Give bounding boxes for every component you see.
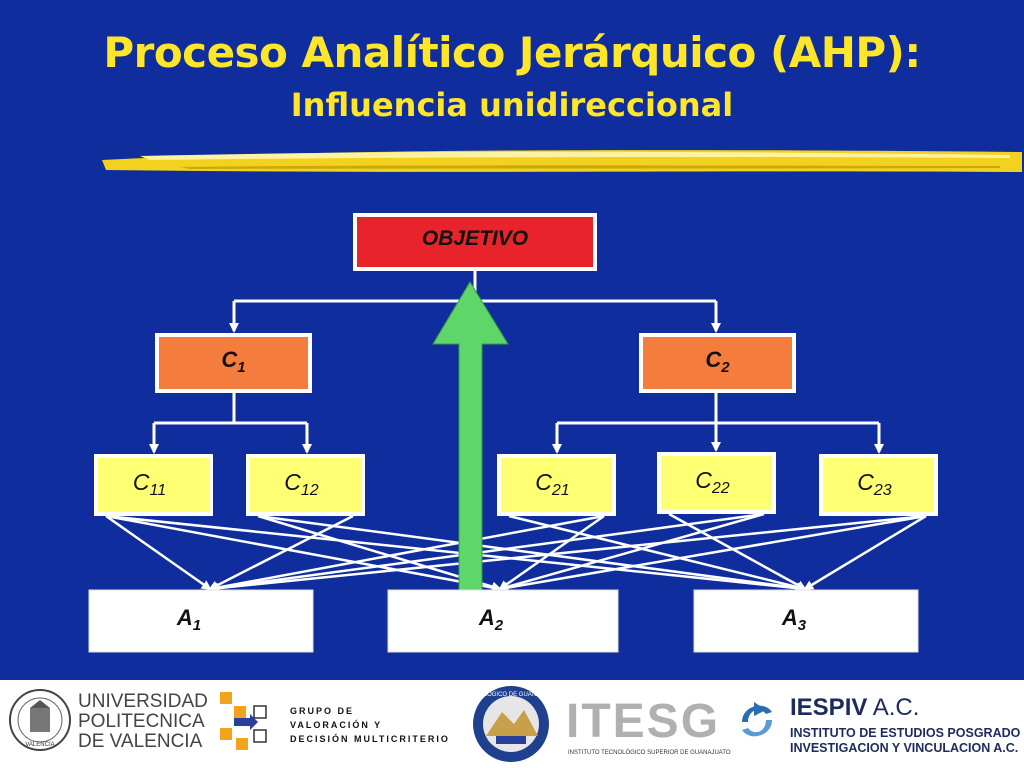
link-c11-a2: [105, 514, 502, 593]
grupo-decision-icon: [220, 692, 267, 750]
slide: Proceso Analítico Jerárquico (AHP): Infl…: [0, 0, 1024, 680]
criterion-label-c2: C2: [705, 347, 730, 376]
alternative-label-a3: A3: [781, 605, 807, 634]
hierarchy-connectors: [149, 270, 884, 454]
alternative-node-a2: A2: [387, 589, 619, 653]
criterion-node-c2: C2: [639, 333, 796, 393]
iespiv-swirl-icon: [742, 702, 772, 737]
subcriterion-node-c11: C11: [94, 454, 213, 516]
subcriterion-label-c23: C23: [857, 469, 892, 499]
iespiv-caption: INSTITUTO DE ESTUDIOS POSGRADO INVESTIGA…: [790, 726, 1021, 755]
subcriterion-label-c21: C21: [535, 469, 569, 499]
link-c22-a3: [668, 512, 807, 591]
subcriterion-label-c11: C11: [133, 469, 166, 499]
link-c12-a3: [257, 514, 807, 593]
brush-stroke-divider: [102, 150, 1022, 172]
link-c22-a1: [208, 512, 765, 593]
link-c21-a3: [508, 514, 807, 592]
objective-node: OBJETIVO: [353, 213, 597, 271]
subcriterion-node-c22: C22: [657, 452, 776, 514]
objective-label: OBJETIVO: [422, 227, 528, 250]
itesg-seal-icon: TECNOLÓGICO DE GUANAJUATO: [463, 686, 560, 762]
page-subtitle: Influencia unidireccional: [290, 86, 734, 124]
link-c21-a2: [498, 514, 605, 591]
link-c11-a3: [105, 514, 807, 594]
link-c22-a2: [498, 512, 765, 592]
subcriterion-label-c12: C12: [284, 469, 319, 499]
link-c23-a1: [208, 514, 927, 594]
link-c23-a2: [498, 514, 927, 593]
subcriterion-node-c23: C23: [819, 454, 938, 516]
alternative-label-a1: A1: [176, 605, 201, 634]
upward-influence-arrow-icon: [432, 281, 509, 604]
grupo-name: GRUPO DE VALORACIÓN Y DECISIÓN MULTICRIT…: [290, 706, 450, 744]
page-title: Proceso Analítico Jerárquico (AHP):: [103, 28, 921, 77]
link-c12-a1: [208, 514, 354, 591]
criterion-node-c1: C1: [155, 333, 312, 393]
upv-name: UNIVERSIDAD POLITECNICA DE VALENCIA: [78, 691, 208, 752]
alternative-label-a2: A2: [478, 605, 504, 634]
link-c23-a3: [803, 514, 927, 591]
svg-text:TECNOLÓGICO DE GUANAJUATO: TECNOLÓGICO DE GUANAJUATO: [463, 691, 560, 698]
ahp-diagram: OBJETIVO C1 C2 C11 C12 C21 C22 C23 A1 A2 A3: [88, 150, 1022, 653]
subcriteria-alternative-links: [105, 512, 927, 594]
link-c11-a1: [105, 514, 212, 591]
subcriterion-label-c22: C22: [695, 467, 730, 497]
alternative-node-a3: A3: [693, 589, 919, 653]
upv-seal-icon: VALENCIA: [9, 689, 71, 751]
iespiv-name: IESPIV A.C.: [790, 694, 920, 721]
connector-c1: [154, 392, 307, 425]
footer-logos: VALENCIA UNIVERSIDAD POLITECNICA DE VALE…: [0, 680, 1024, 768]
itesg-name: ITESG: [566, 695, 721, 748]
connector-c2: [557, 392, 879, 425]
itesg-caption: INSTITUTO TECNOLÓGICO SUPERIOR DE GUANAJ…: [568, 750, 731, 756]
criterion-label-c1: C1: [221, 347, 245, 376]
subcriterion-node-c12: C12: [246, 454, 365, 516]
subcriterion-node-c21: C21: [497, 454, 616, 516]
alternative-node-a1: A1: [88, 589, 314, 653]
svg-text:VALENCIA: VALENCIA: [25, 742, 54, 748]
link-c21-a1: [208, 514, 605, 593]
